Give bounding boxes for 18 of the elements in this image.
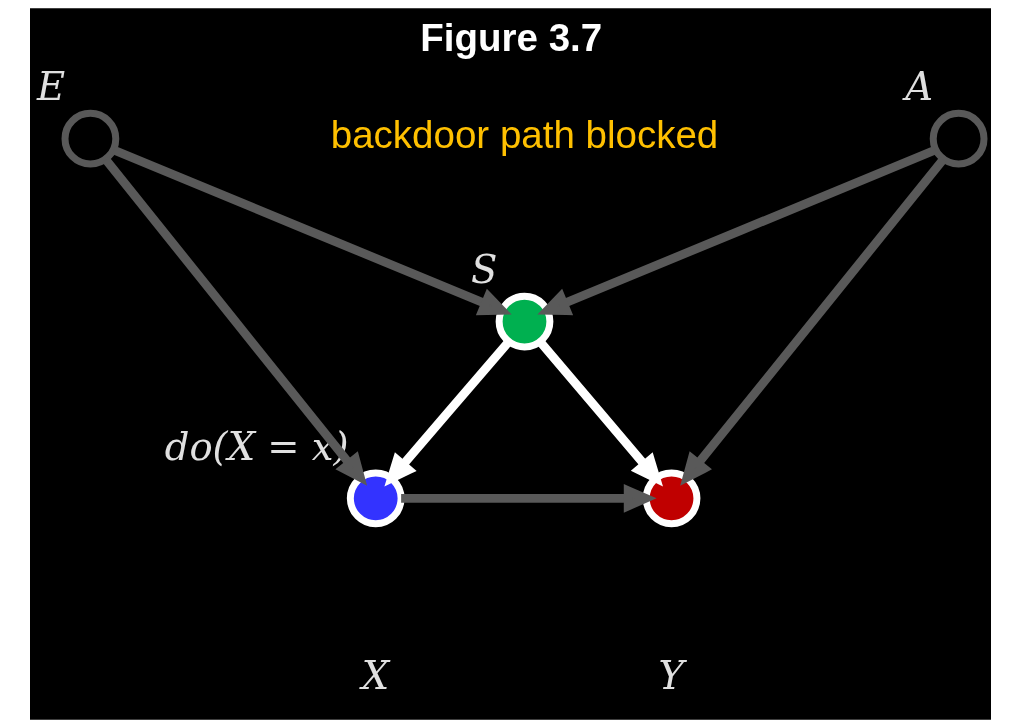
node-label: A [904, 64, 933, 110]
diagram-title: Figure 3.7 [419, 16, 602, 60]
arrow [383, 339, 512, 487]
node-label: S [470, 247, 497, 293]
node-circle [495, 292, 553, 351]
arrow [536, 145, 937, 316]
node-circle [61, 109, 119, 168]
arrow [101, 156, 367, 486]
node-circle [346, 469, 405, 528]
arrow [111, 145, 512, 316]
node-circle [642, 469, 700, 528]
arrow [679, 156, 947, 486]
node-label: X [361, 653, 389, 699]
node-label: E [36, 64, 65, 110]
arrow [536, 339, 663, 487]
label: backdoor path blocked [330, 113, 718, 157]
arrow [400, 484, 657, 513]
node-circle [929, 109, 987, 168]
